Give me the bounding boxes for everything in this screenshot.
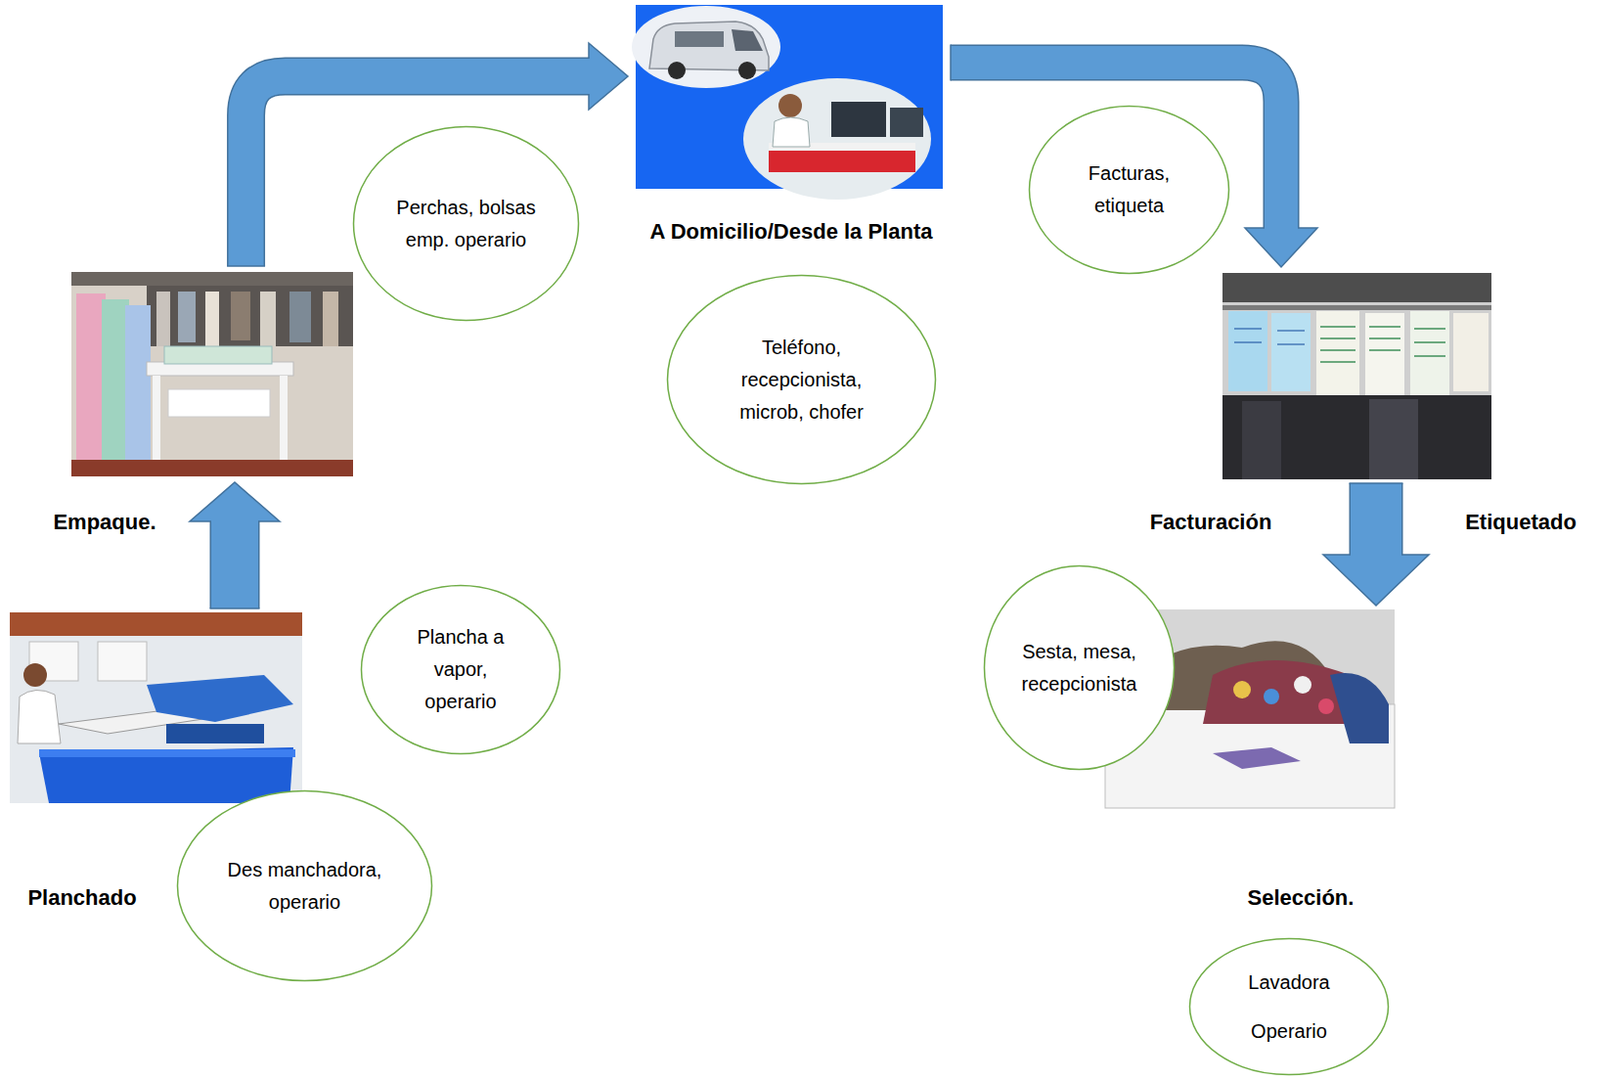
circle-outline-shape: [354, 127, 579, 321]
arrow-tail: [949, 44, 952, 82]
resource-circle: Facturas, etiqueta: [1027, 104, 1231, 275]
arrow-tail: [210, 607, 261, 610]
arrow-shaft: [211, 519, 259, 609]
circle-text-block: Teléfono, recepcionista, microb, chofer: [717, 331, 887, 429]
circle-outline-shape: [361, 585, 561, 755]
circle-text-block: Des manchadora, operario: [224, 853, 385, 919]
circle-outline: [982, 564, 1176, 771]
ironing-photo: [9, 612, 303, 803]
stage-photo-box: Empaque.: [71, 271, 354, 477]
circle-outline: [352, 125, 580, 322]
circle-outline-shape: [177, 791, 433, 981]
circle-text-block: Facturas, etiqueta: [1066, 157, 1193, 223]
circle-outline-shape: [667, 275, 936, 485]
circle-text-block: Sesta, mesa, recepcionista: [1020, 635, 1140, 701]
circle-content: Facturas, etiqueta: [1027, 104, 1231, 275]
circle-content: Teléfono, recepcionista, microb, chofer: [666, 273, 937, 486]
circle-text: Perchas, bolsas emp. operario: [396, 191, 537, 257]
stage-label: Empaque.: [52, 509, 156, 535]
circle-outline-shape: [984, 566, 1175, 770]
stage-label: Selección.: [1247, 885, 1355, 911]
arrow-head: [1323, 554, 1429, 606]
stage-label: Etiquetado: [1465, 509, 1577, 535]
resource-circle: Plancha a vapor, operario: [359, 583, 562, 756]
circle-content: Sesta, mesa, recepcionista: [982, 564, 1176, 771]
circle-outline-shape: [1029, 106, 1230, 274]
circle-text: Sesta, mesa, recepcionista: [1020, 635, 1140, 701]
block-arrow: [1323, 483, 1429, 606]
resource-circle: Des manchadora, operario: [176, 789, 434, 982]
circle-text: Lavadora Operario: [1226, 957, 1352, 1056]
stage-label: Facturación: [1150, 509, 1273, 535]
circle-text: Des manchadora, operario: [224, 853, 385, 919]
circle-text-block: Plancha a vapor, operario: [398, 621, 524, 718]
circle-text: Teléfono, recepcionista, microb, chofer: [717, 331, 887, 429]
circle-content: Perchas, bolsas emp. operario: [352, 125, 580, 322]
circle-content: Lavadora Operario: [1188, 936, 1390, 1076]
circle-text-block: Perchas, bolsas emp. operario: [396, 191, 537, 257]
resource-circle: Perchas, bolsas emp. operario: [352, 125, 580, 322]
arrow-tail: [1349, 482, 1404, 485]
resource-circle: Sesta, mesa, recepcionista: [982, 564, 1176, 771]
invoice-photo: [1222, 272, 1492, 480]
arrow-head: [588, 43, 628, 110]
stage-photo-box: Planchado: [9, 612, 303, 803]
stage-photo-box: FacturaciónEtiquetado: [1222, 272, 1492, 480]
circle-outline: [176, 789, 434, 982]
resource-circle: Teléfono, recepcionista, microb, chofer: [666, 273, 937, 486]
stage-label: A Domicilio/Desde la Planta: [650, 219, 934, 245]
block-arrow: [189, 482, 280, 609]
stage-photo-box: A Domicilio/Desde la Planta: [635, 4, 943, 189]
circle-content: Des manchadora, operario: [176, 789, 434, 982]
circle-outline-shape: [1190, 938, 1389, 1075]
resource-circle: Lavadora Operario: [1188, 936, 1390, 1076]
arrow-head: [189, 482, 280, 522]
stage-label: Planchado: [27, 885, 136, 911]
circle-text: Plancha a vapor, operario: [398, 621, 524, 718]
circle-outline: [1027, 104, 1231, 275]
arrow-shaft: [1350, 483, 1402, 557]
circle-outline: [1188, 936, 1390, 1076]
circle-text-block: Lavadora Operario: [1226, 957, 1352, 1056]
arrow-tail: [226, 265, 266, 267]
circle-text: Facturas, etiqueta: [1066, 157, 1193, 223]
delivery-photo: [631, 4, 943, 200]
circle-content: Plancha a vapor, operario: [359, 583, 562, 756]
packing-photo: [71, 271, 354, 477]
arrow-head: [1244, 227, 1318, 267]
